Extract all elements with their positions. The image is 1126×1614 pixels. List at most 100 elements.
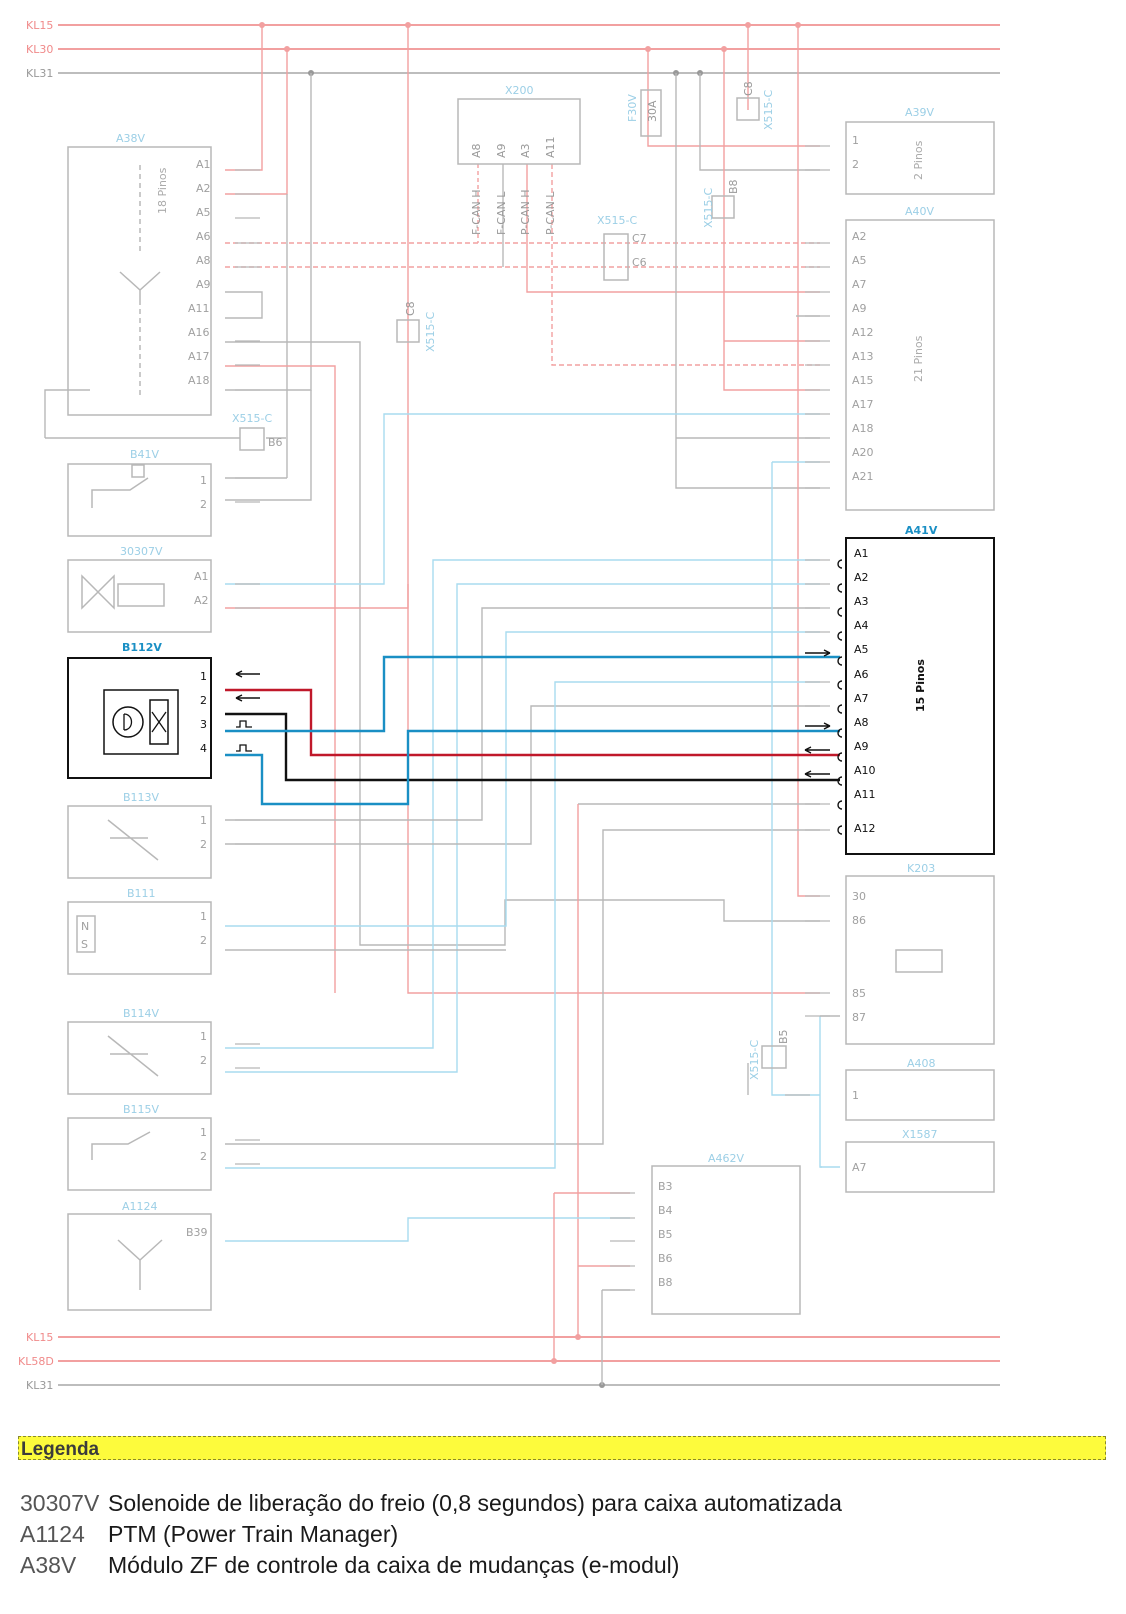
rail-label-kl15-top: KL15 [26, 19, 53, 32]
rail-label-kl58d-bottom: KL58D [18, 1355, 54, 1368]
v30307-box [67, 559, 212, 633]
label-x1587: X1587 [902, 1128, 938, 1141]
legend-item: A1124 PTM (Power Train Manager) [20, 1519, 842, 1550]
label-x515c-b8-pin: B8 [727, 179, 740, 194]
b41v-pin-1: 1 [200, 474, 207, 487]
a40v-pin-a12: A12 [852, 326, 874, 339]
a41v-pin-a9: A9 [854, 740, 869, 753]
legend-desc: PTM (Power Train Manager) [108, 1521, 399, 1547]
label-b41v: B41V [130, 448, 160, 461]
x200-signal-fcanl: F-CAN L [495, 191, 508, 235]
label-b114v: B114V [123, 1007, 160, 1020]
wire-b112v-pin4-blue [225, 729, 840, 806]
a41v-component[interactable]: A41V 15 Pinos A1 A2 A3 A4 A5 A6 A7 A8 A9… [804, 524, 995, 855]
b113v-pin-2: 2 [200, 838, 207, 851]
label-a1124: A1124 [122, 1200, 158, 1213]
x200-pin-a8: A8 [470, 143, 483, 158]
label-b113v: B113V [123, 791, 160, 804]
rail-label-kl31-bottom: KL31 [26, 1379, 53, 1392]
k203-box [845, 875, 995, 1045]
label-x515c-b5-pin: B5 [777, 1029, 790, 1044]
x200-pin-a3: A3 [519, 143, 532, 158]
x515c-pin-b6: B6 [268, 436, 283, 449]
legend-list: 30307V Solenoide de liberação do freio (… [20, 1488, 842, 1581]
rail-label-kl31-top: KL31 [26, 67, 53, 80]
a40v-pin-a13: A13 [852, 350, 874, 363]
a41v-pin-a12: A12 [854, 822, 876, 835]
a1124-box [67, 1213, 212, 1311]
label-a462v: A462V [708, 1152, 745, 1165]
b112v-component[interactable]: B112V 1 2 3 4 [67, 641, 260, 779]
label-x515c-c8-pin: C8 [404, 301, 417, 316]
x515c-pin-c6: C6 [632, 256, 647, 269]
a38v-pin-a6: A6 [196, 230, 211, 243]
legend-item: 30307V Solenoide de liberação do freio (… [20, 1488, 842, 1519]
rails-top: KL15 KL30 KL31 [26, 19, 1000, 80]
k203-pin-87: 87 [852, 1011, 866, 1024]
highlight-wires [225, 655, 840, 806]
b112v-pin-1: 1 [200, 670, 207, 683]
k203-pin-86: 86 [852, 914, 866, 927]
b111-pin-2: 2 [200, 934, 207, 947]
a41v-pin-a8: A8 [854, 716, 869, 729]
a41v-pin-a11: A11 [854, 788, 876, 801]
b41v-pin-2: 2 [200, 498, 207, 511]
a39v-pin-1: 1 [852, 134, 859, 147]
x515c-pin-c7: C7 [632, 232, 647, 245]
b115v-pin-1: 1 [200, 1126, 207, 1139]
wire-b112v-pin2-black [225, 712, 840, 782]
a39v-box [845, 121, 995, 195]
label-a39v: A39V [905, 106, 935, 119]
a38v-pin-a8: A8 [196, 254, 211, 267]
a39v-pin-2: 2 [852, 158, 859, 171]
a462v-pin-b5: B5 [658, 1228, 673, 1241]
a40v-pin-a5: A5 [852, 254, 867, 267]
legend-bar: Legenda [18, 1436, 1106, 1460]
rail-label-kl30-top: KL30 [26, 43, 53, 56]
a41v-pin-a5: A5 [854, 643, 869, 656]
a41v-pin-a4: A4 [854, 619, 869, 632]
label-a39v-pins: 2 Pinos [912, 140, 925, 180]
label-k203: K203 [907, 862, 935, 875]
v30307-pin-a1: A1 [194, 570, 209, 583]
rails-bottom: KL15 KL58D KL31 [18, 1331, 1000, 1392]
b111-magnet-n: N [81, 920, 89, 933]
a40v-pin-a15: A15 [852, 374, 874, 387]
a38v-pin-a1: A1 [196, 158, 211, 171]
a41v-pin-a10: A10 [854, 764, 876, 777]
rail-label-kl15-bottom: KL15 [26, 1331, 53, 1344]
faded-pin-arrows [235, 145, 830, 1291]
b41v-box [67, 463, 212, 537]
legend-code: 30307V [20, 1490, 100, 1516]
label-b111: B111 [127, 887, 156, 900]
a40v-box [845, 219, 995, 511]
label-x515c-b5: X515-C [748, 1039, 761, 1080]
wire-b112v-pin1-red [225, 688, 840, 757]
b114v-pin-2: 2 [200, 1054, 207, 1067]
a38v-pin-a9: A9 [196, 278, 211, 291]
a40v-pin-a9: A9 [852, 302, 867, 315]
k203-pin-85: 85 [852, 987, 866, 1000]
b113v-pin-1: 1 [200, 814, 207, 827]
label-a38v-pins: 18 Pinos [156, 167, 169, 214]
a40v-pin-a17: A17 [852, 398, 874, 411]
x200-pin-a9: A9 [495, 143, 508, 158]
label-30307v: 30307V [120, 545, 163, 558]
legend-title: Legenda [21, 1439, 100, 1460]
a41v-pin-a2: A2 [854, 571, 869, 584]
faded-components [67, 89, 995, 1315]
b114v-box [67, 1021, 212, 1095]
x200-signal-pcanl: P-CAN L [544, 191, 557, 235]
a462v-pin-b3: B3 [658, 1180, 673, 1193]
a40v-pin-a7: A7 [852, 278, 867, 291]
b111-pin-1: 1 [200, 910, 207, 923]
b112v-pin-4: 4 [200, 742, 207, 755]
legend-code: A1124 [20, 1521, 85, 1547]
label-f30v: F30V [626, 94, 639, 122]
a40v-pin-a21: A21 [852, 470, 874, 483]
a38v-pin-a16: A16 [188, 326, 210, 339]
b114v-pin-1: 1 [200, 1030, 207, 1043]
label-a41v: A41V [905, 524, 938, 537]
a38v-pin-a11: A11 [188, 302, 210, 315]
a408-box [845, 1069, 995, 1121]
